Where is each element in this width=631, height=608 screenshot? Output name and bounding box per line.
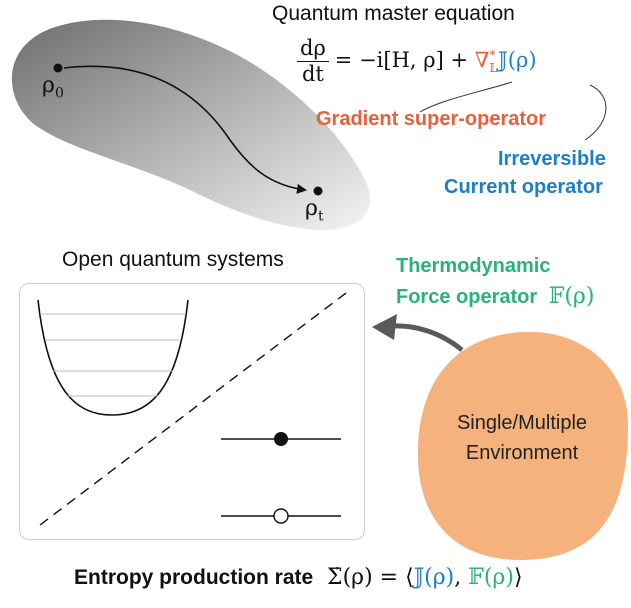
environment-blob — [417, 331, 628, 560]
master-equation-title: Quantum master equation — [272, 2, 515, 25]
entropy-production-row: Entropy production rate Σ̇(ρ) = ⟨𝕁(ρ), 𝔽… — [74, 565, 523, 590]
thermodynamic-label: Thermodynamic — [396, 255, 551, 277]
rho0-point — [53, 63, 63, 73]
current-pointer-line — [584, 84, 607, 141]
gradient-operator-symbol: ∇*𝕃 — [474, 48, 498, 76]
state-space-blob — [11, 19, 371, 230]
potential-well — [37, 299, 189, 416]
force-operator-label: Force operator 𝔽(ρ) — [396, 284, 595, 309]
environment-arrow-head — [372, 314, 397, 340]
entropy-production-label: Entropy production rate — [74, 566, 314, 589]
gradient-pointer-line — [419, 81, 513, 113]
rhot-point — [313, 186, 323, 196]
irreversible-label: Irreversible — [498, 148, 606, 170]
open-systems-title: Open quantum systems — [62, 248, 284, 271]
environment-label: Single/Multiple Environment — [456, 412, 588, 464]
master-equation: dρ dt = −i[H, ρ] + ∇*𝕃𝕁(ρ) — [297, 36, 537, 86]
entropy-production-formula: Σ̇(ρ) = ⟨𝕁(ρ), 𝔽(ρ)⟩ — [327, 565, 523, 590]
time-derivative: dρ dt — [297, 36, 329, 86]
current-operator-label: Current operator — [444, 176, 603, 198]
diagonal-dashed-line — [39, 289, 351, 526]
empty-state-dot — [273, 508, 289, 524]
gradient-super-operator-label: Gradient super-operator — [316, 108, 547, 130]
filled-state-dot — [274, 432, 288, 446]
rho0-label: ρ0 — [42, 73, 64, 102]
current-operator-symbol: 𝕁(ρ) — [497, 48, 537, 73]
environment-arrow-shaft — [391, 323, 464, 352]
equation-hamiltonian-term: = −i[H, ρ] + — [334, 48, 475, 73]
open-system-box — [19, 283, 365, 540]
evolution-trajectory — [63, 65, 307, 194]
rhot-label: ρt — [305, 196, 324, 225]
